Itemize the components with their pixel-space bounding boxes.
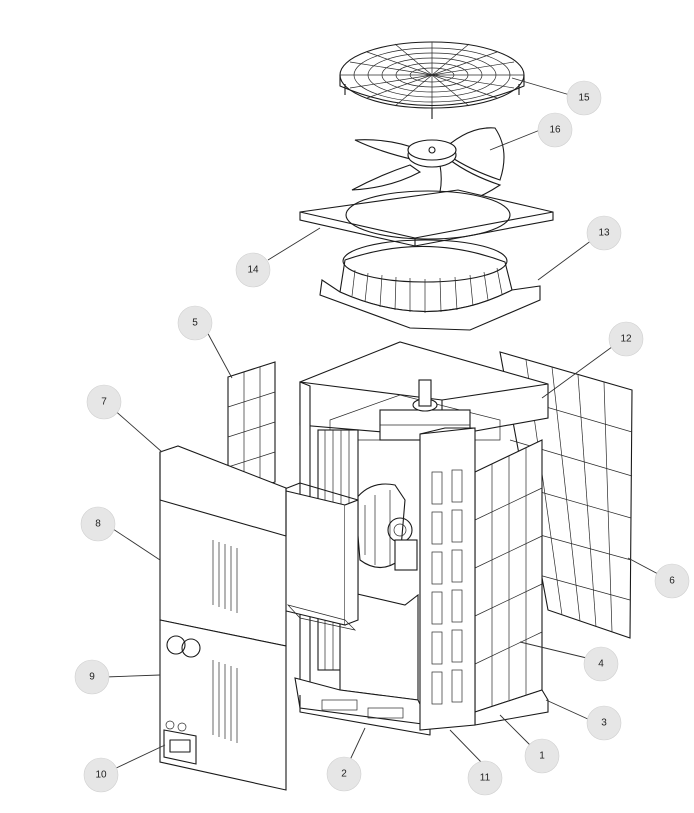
left-rear-grille bbox=[227, 361, 276, 498]
callout-label: 11 bbox=[480, 773, 491, 784]
front-corner-panel bbox=[419, 427, 476, 731]
wiring-access-cover bbox=[163, 720, 197, 765]
lower-front-panel bbox=[159, 619, 287, 791]
callout-6: 6 bbox=[654, 563, 690, 599]
fan-guard-grille bbox=[339, 41, 525, 119]
callout-9: 9 bbox=[74, 659, 110, 695]
callout-1: 1 bbox=[524, 738, 560, 774]
callout-label: 12 bbox=[620, 334, 632, 345]
upper-front-panel bbox=[159, 445, 287, 647]
callout-label: 10 bbox=[95, 770, 107, 781]
callout-5: 5 bbox=[177, 305, 213, 341]
callout-label: 7 bbox=[101, 397, 107, 408]
callout-label: 16 bbox=[549, 125, 561, 136]
callout-11: 11 bbox=[467, 760, 503, 796]
callout-4: 4 bbox=[583, 646, 619, 682]
callout-label: 14 bbox=[247, 265, 259, 276]
callout-12: 12 bbox=[608, 321, 644, 357]
callout-label: 15 bbox=[578, 93, 590, 104]
callout-label: 13 bbox=[598, 228, 610, 239]
callout-2: 2 bbox=[326, 756, 362, 792]
callout-label: 4 bbox=[598, 659, 604, 670]
callout-3: 3 bbox=[586, 705, 622, 741]
callout-16: 16 bbox=[537, 112, 573, 148]
callout-label: 5 bbox=[192, 318, 198, 329]
electrical-control-box bbox=[281, 482, 359, 631]
callout-7: 7 bbox=[86, 384, 122, 420]
top-cover-plate bbox=[299, 189, 554, 247]
callout-label: 1 bbox=[539, 751, 545, 762]
callout-label: 2 bbox=[341, 769, 347, 780]
callout-label: 3 bbox=[601, 718, 607, 729]
callout-15: 15 bbox=[566, 80, 602, 116]
callout-13: 13 bbox=[586, 215, 622, 251]
callout-label: 8 bbox=[95, 519, 101, 530]
callout-label: 9 bbox=[89, 672, 95, 683]
callout-8: 8 bbox=[80, 506, 116, 542]
callout-10: 10 bbox=[83, 757, 119, 793]
leader-lines bbox=[104, 77, 661, 771]
callout-label: 6 bbox=[669, 576, 675, 587]
fan-shroud bbox=[319, 239, 541, 331]
callout-14: 14 bbox=[235, 252, 271, 288]
